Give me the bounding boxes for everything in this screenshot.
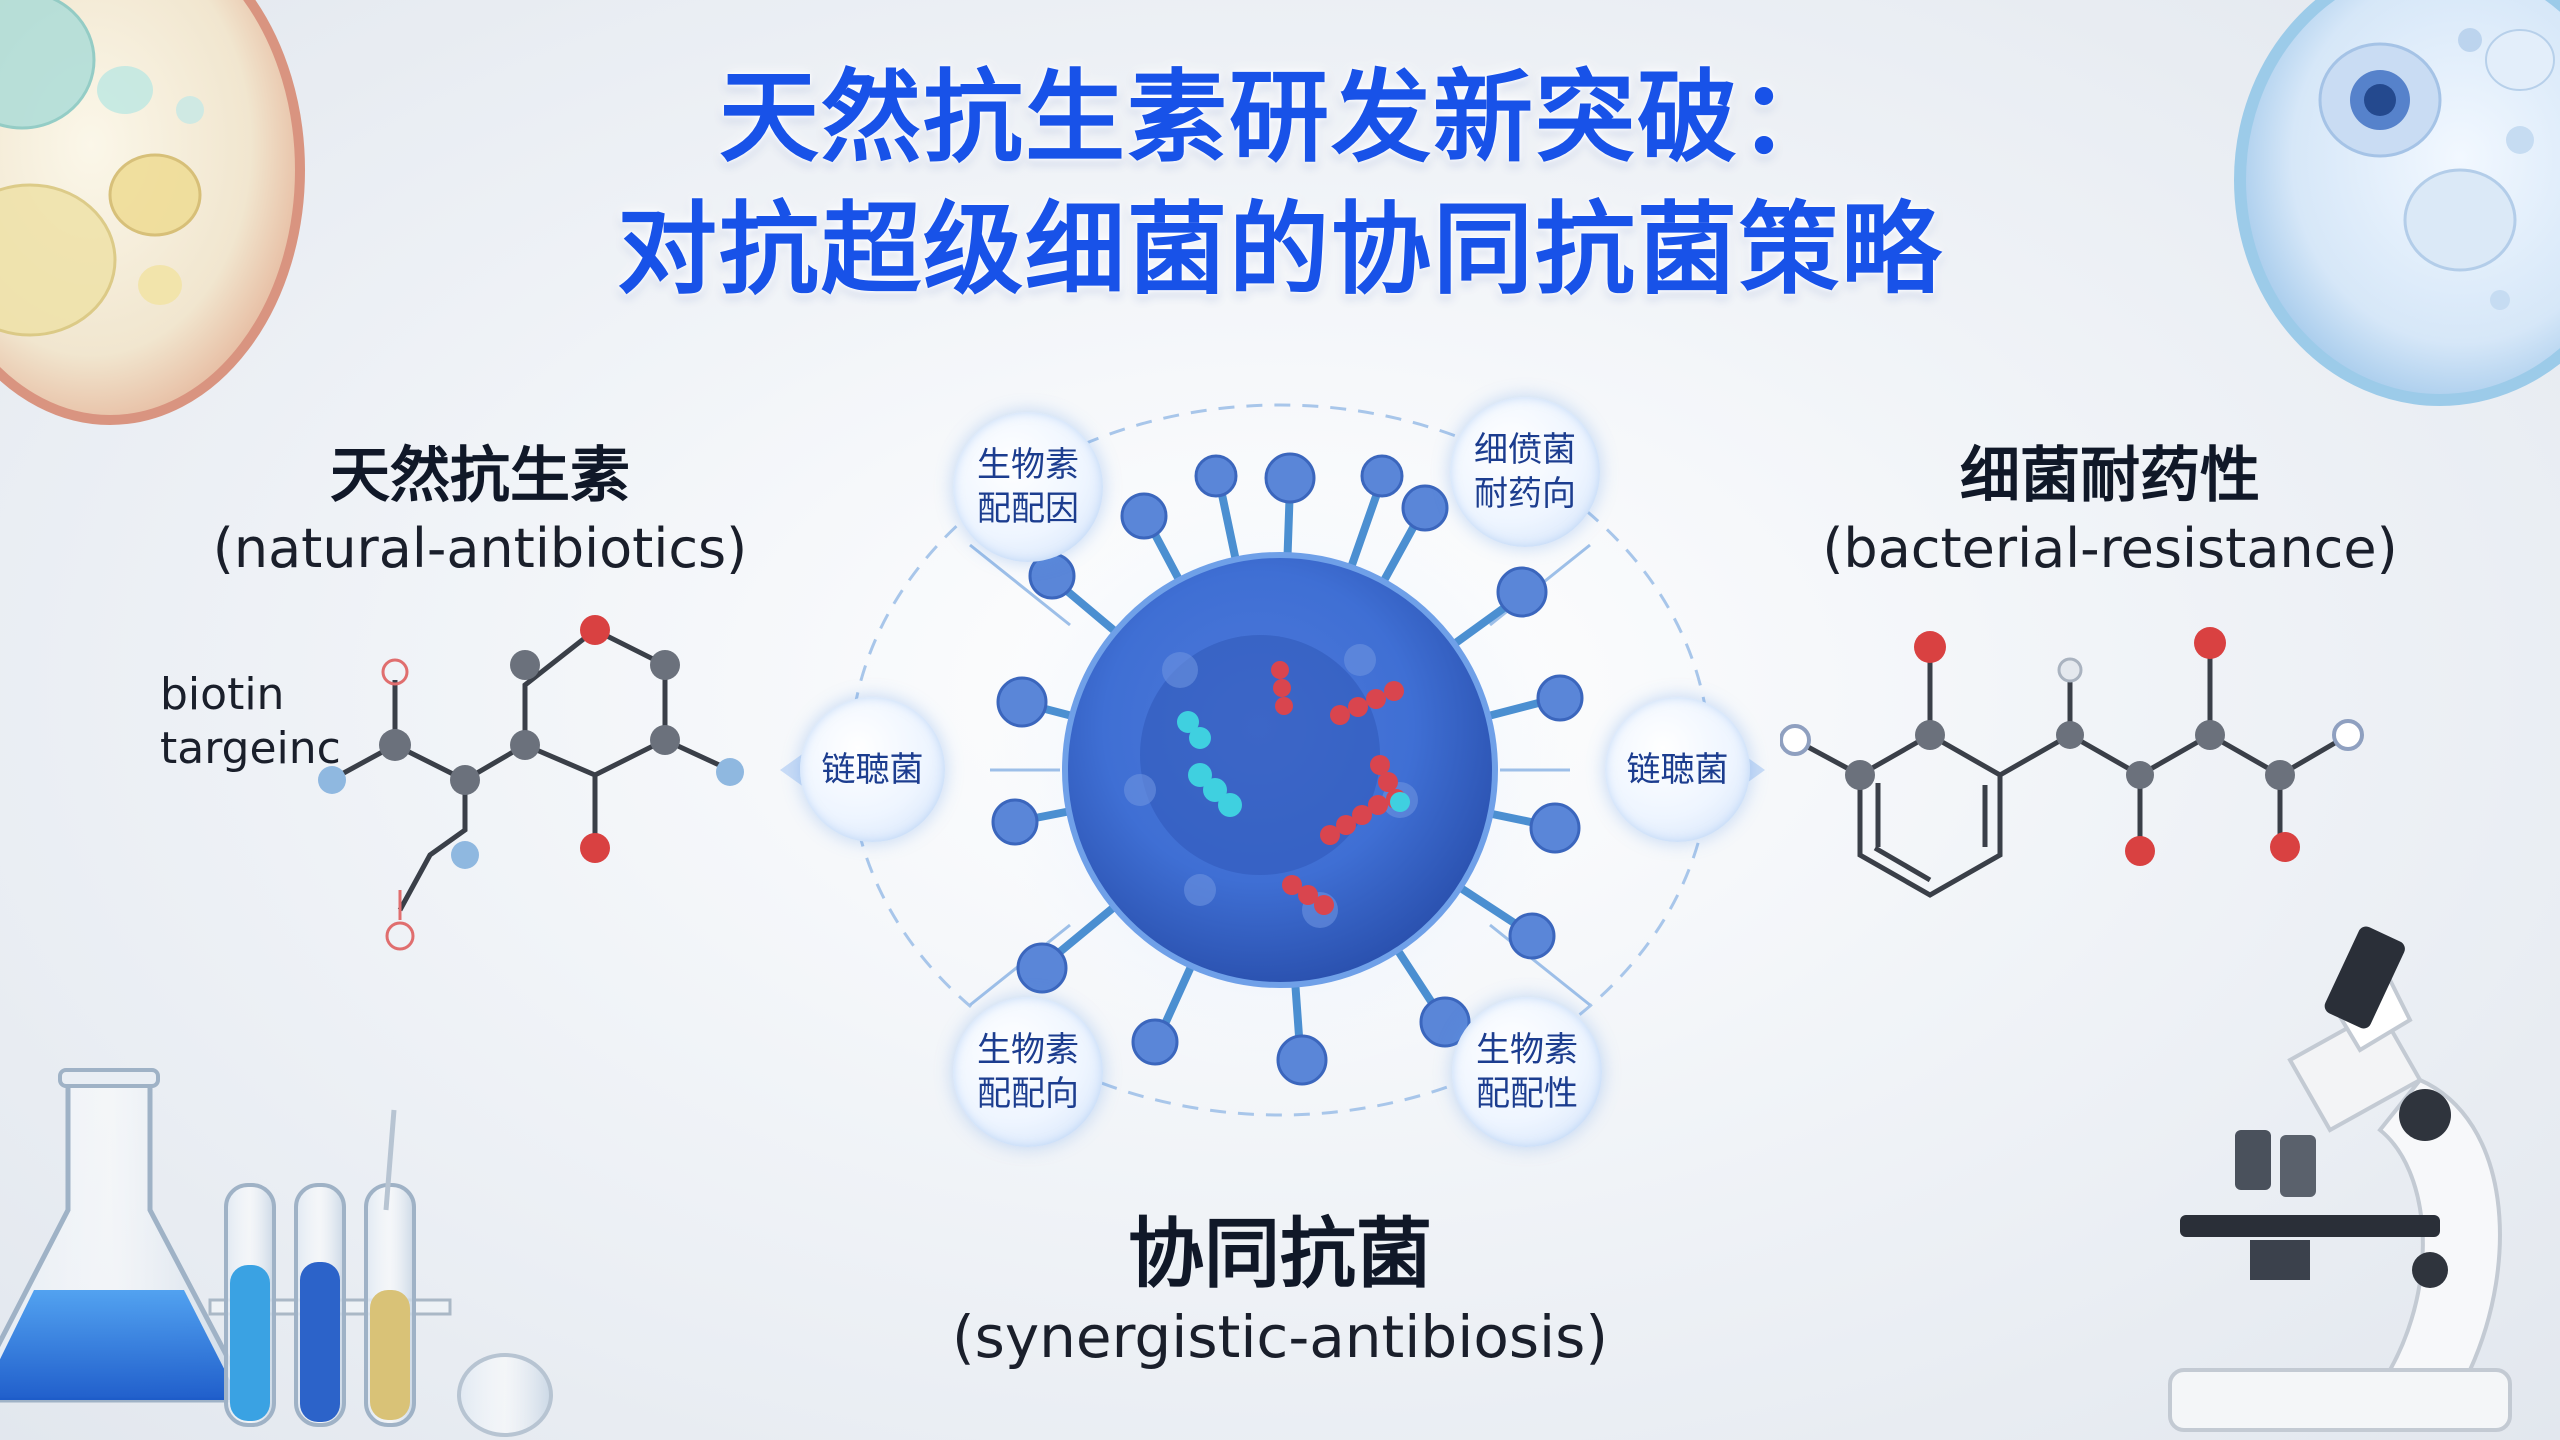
bubble-text: 细偾菌 xyxy=(1474,430,1576,470)
molecule-label-line-1: biotin xyxy=(160,669,285,720)
bubble-text: 生物素 xyxy=(977,445,1079,485)
bubble-text: 配配性 xyxy=(1476,1074,1578,1114)
bubble-text: 配配因 xyxy=(977,489,1079,529)
title-line-1: 天然抗生素研发新突破： xyxy=(719,59,1841,176)
bubble-text: 生物素 xyxy=(977,1030,1079,1070)
red-protein-chains xyxy=(1271,661,1406,915)
virus-core-inner xyxy=(1140,635,1380,875)
synergistic-antibiosis-subtitle: (synergistic-antibiosis) xyxy=(951,1303,1608,1371)
bubble-text: 生物素 xyxy=(1476,1030,1578,1070)
bubble-bottom-left: 生物素 配配向 xyxy=(953,997,1103,1147)
petri-dish-right xyxy=(2234,0,2560,406)
bubble-text: 链聴菌 xyxy=(1626,749,1729,790)
left-molecule-atoms xyxy=(318,615,744,869)
bubble-bottom-right: 生物素 配配性 xyxy=(1452,997,1602,1147)
bubble-top-left: 生物素 配配因 xyxy=(953,412,1103,562)
central-network xyxy=(780,403,1765,1117)
center-heading: 协同抗菌 (synergistic-antibiosis) xyxy=(880,1208,1680,1374)
bubble-text: 配配向 xyxy=(977,1074,1079,1114)
bubble-text: 链聴菌 xyxy=(821,749,924,790)
test-tube-rack xyxy=(208,1109,553,1437)
synergistic-antibiosis-title: 协同抗菌 xyxy=(1128,1209,1432,1298)
page-title: 天然抗生素研发新突破： 对抗超级细菌的协同抗菌策略 xyxy=(0,52,2560,316)
natural-antibiotics-title: 天然抗生素 xyxy=(330,441,630,511)
right-panel-heading: 细菌耐药性 (bacterial-resistance) xyxy=(1800,438,2420,584)
bubble-mid-left: 链聴菌 xyxy=(800,697,945,842)
bacterial-resistance-title: 细菌耐药性 xyxy=(1960,441,2260,511)
title-line-2: 对抗超级细菌的协同抗菌策略 xyxy=(617,191,1943,308)
molecule-label: biotin targeinc xyxy=(160,668,341,776)
bubble-mid-right: 链聴菌 xyxy=(1605,697,1750,842)
left-panel-heading: 天然抗生素 (natural-antibiotics) xyxy=(190,438,770,584)
cyan-protein-chains xyxy=(1177,711,1410,817)
right-molecule-diagram xyxy=(1780,627,2364,898)
natural-antibiotics-subtitle: (natural-antibiotics) xyxy=(212,517,748,580)
lab-flask xyxy=(0,1068,255,1403)
microscope xyxy=(2168,926,2512,1432)
bubble-text: 耐药向 xyxy=(1474,474,1576,514)
molecule-label-line-2: targeinc xyxy=(160,723,341,774)
right-molecule-atoms xyxy=(1780,627,2364,866)
petri-dish-left xyxy=(0,0,305,425)
bacterial-resistance-subtitle: (bacterial-resistance) xyxy=(1822,517,2398,580)
bubble-top-right: 细偾菌 耐药向 xyxy=(1450,397,1600,547)
right-molecule-bonds xyxy=(1793,650,2342,898)
left-molecule-diagram xyxy=(318,615,744,951)
virus-spike-heads xyxy=(991,452,1584,1086)
left-molecule-outline-atoms xyxy=(381,658,415,951)
